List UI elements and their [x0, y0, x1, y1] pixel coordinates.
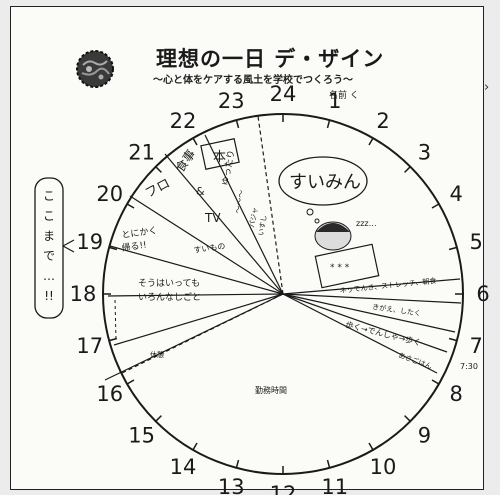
hour-label-23: 23	[218, 89, 245, 113]
hour-label-19: 19	[76, 230, 103, 254]
globe-logo	[76, 50, 114, 88]
book-drawing	[200, 138, 240, 170]
activity-home2: 帰る!!	[121, 239, 148, 254]
hour-label-20: 20	[96, 182, 123, 206]
sector-line	[164, 153, 284, 295]
hour-label-1: 1	[328, 89, 341, 113]
activity-sleep: すいみん	[289, 172, 361, 193]
sector-line	[204, 134, 284, 295]
activity-book: 本	[213, 150, 226, 165]
activity-morning: あさごはん	[397, 350, 433, 370]
sector-line	[109, 245, 284, 295]
hour-label-7: 7	[470, 334, 483, 358]
hour-tick	[326, 119, 331, 129]
hour-tick	[155, 415, 162, 422]
activity-school: 勤務時間	[255, 385, 287, 395]
hour-label-11: 11	[321, 475, 348, 495]
side-note-char: …	[43, 269, 55, 283]
hour-tick	[448, 337, 458, 342]
hour-label-15: 15	[128, 423, 155, 447]
hour-tick	[126, 379, 135, 385]
sleeping-person-drawing: * * *	[314, 221, 380, 289]
hour-label-13: 13	[218, 475, 245, 495]
hour-label-22: 22	[170, 109, 197, 133]
sector-line-dashed	[119, 293, 284, 375]
hour-tick	[192, 442, 198, 451]
activity-pyjama: パジャ	[248, 207, 259, 229]
sector-line	[282, 293, 456, 333]
sector-line	[282, 293, 448, 353]
hour-tick	[404, 166, 411, 173]
page-title: 理想の一日 デ・ザイン	[156, 47, 385, 71]
hour-label-10: 10	[370, 455, 397, 479]
extra-time-label: 7:30	[460, 362, 478, 371]
activity-dinner: すいもの	[193, 242, 226, 255]
hour-label-9: 9	[418, 423, 431, 447]
hour-label-6: 6	[476, 282, 489, 306]
sector-line	[282, 293, 438, 374]
hour-tick	[108, 246, 118, 251]
hour-label-14: 14	[170, 455, 197, 479]
activity-tv: TV	[204, 211, 221, 225]
activity-stretch: ネッでんき、ストレッチ、朝食	[339, 276, 437, 295]
hour-tick	[126, 203, 135, 209]
side-note-char: こ	[43, 189, 55, 203]
name-label: 名前 く	[329, 91, 359, 101]
thought-dot	[306, 208, 314, 216]
hour-tick	[368, 137, 374, 146]
activity-and: &	[196, 185, 205, 198]
hour-tick	[404, 415, 411, 422]
activity-work-anyway: そうはいっても	[138, 278, 200, 289]
break-arrow	[114, 299, 117, 341]
hour-label-24: 24	[270, 82, 297, 106]
activity-various: いろんなしごと	[138, 291, 201, 303]
hour-label-4: 4	[450, 182, 463, 206]
hour-tick	[448, 246, 458, 251]
activity-time: 〜〜〜	[233, 189, 246, 214]
side-note-char: で	[43, 249, 55, 263]
hour-label-8: 8	[450, 382, 463, 406]
activity-snore: zzz…	[356, 219, 377, 228]
activity-break: 休憩	[150, 350, 164, 359]
hour-label-21: 21	[128, 141, 155, 165]
activity-home: とにかく	[121, 225, 158, 241]
hour-label-17: 17	[76, 334, 103, 358]
sector-line	[104, 293, 284, 381]
side-note-char: ま	[43, 229, 55, 243]
hour-tick	[235, 459, 240, 469]
activity-bath: フロ	[143, 176, 173, 201]
sector-line-dashed	[257, 115, 284, 295]
sector-line	[107, 293, 284, 297]
hour-tick	[431, 203, 440, 209]
hour-tick	[431, 379, 440, 385]
hour-label-18: 18	[70, 282, 97, 306]
page-subtitle: 〜心と体をケアする風土を学校でつくろう〜	[153, 75, 353, 86]
thought-dot	[314, 218, 320, 224]
hour-label-16: 16	[96, 382, 123, 406]
sleep-bubble	[278, 156, 368, 206]
worksheet: 理想の一日 デ・ザイン 〜心と体をケアする風土を学校でつくろう〜 名前 く	[10, 6, 484, 490]
hour-tick	[155, 166, 162, 173]
activity-meal: 食事	[172, 146, 198, 174]
sector-line	[282, 278, 461, 295]
activity-get-ready: いすし	[257, 214, 269, 236]
hour-label-3: 3	[418, 141, 431, 165]
hour-tick	[235, 119, 240, 129]
side-note-char: こ	[43, 209, 55, 223]
activity-walk: 歩く→でんしゃ→歩く	[345, 319, 423, 347]
hour-tick	[326, 459, 331, 469]
sector-line	[282, 293, 462, 304]
page-edge-mark: ›	[484, 80, 490, 95]
svg-text:* * *: * * *	[330, 263, 350, 273]
hour-label-12: 12	[270, 482, 297, 495]
sector-line	[113, 293, 284, 346]
hour-tick	[368, 442, 374, 451]
side-note-char: !!	[44, 289, 54, 303]
hour-label-5: 5	[470, 230, 483, 254]
hour-label-2: 2	[376, 109, 389, 133]
hour-tick	[192, 137, 198, 146]
sector-line	[129, 195, 284, 295]
